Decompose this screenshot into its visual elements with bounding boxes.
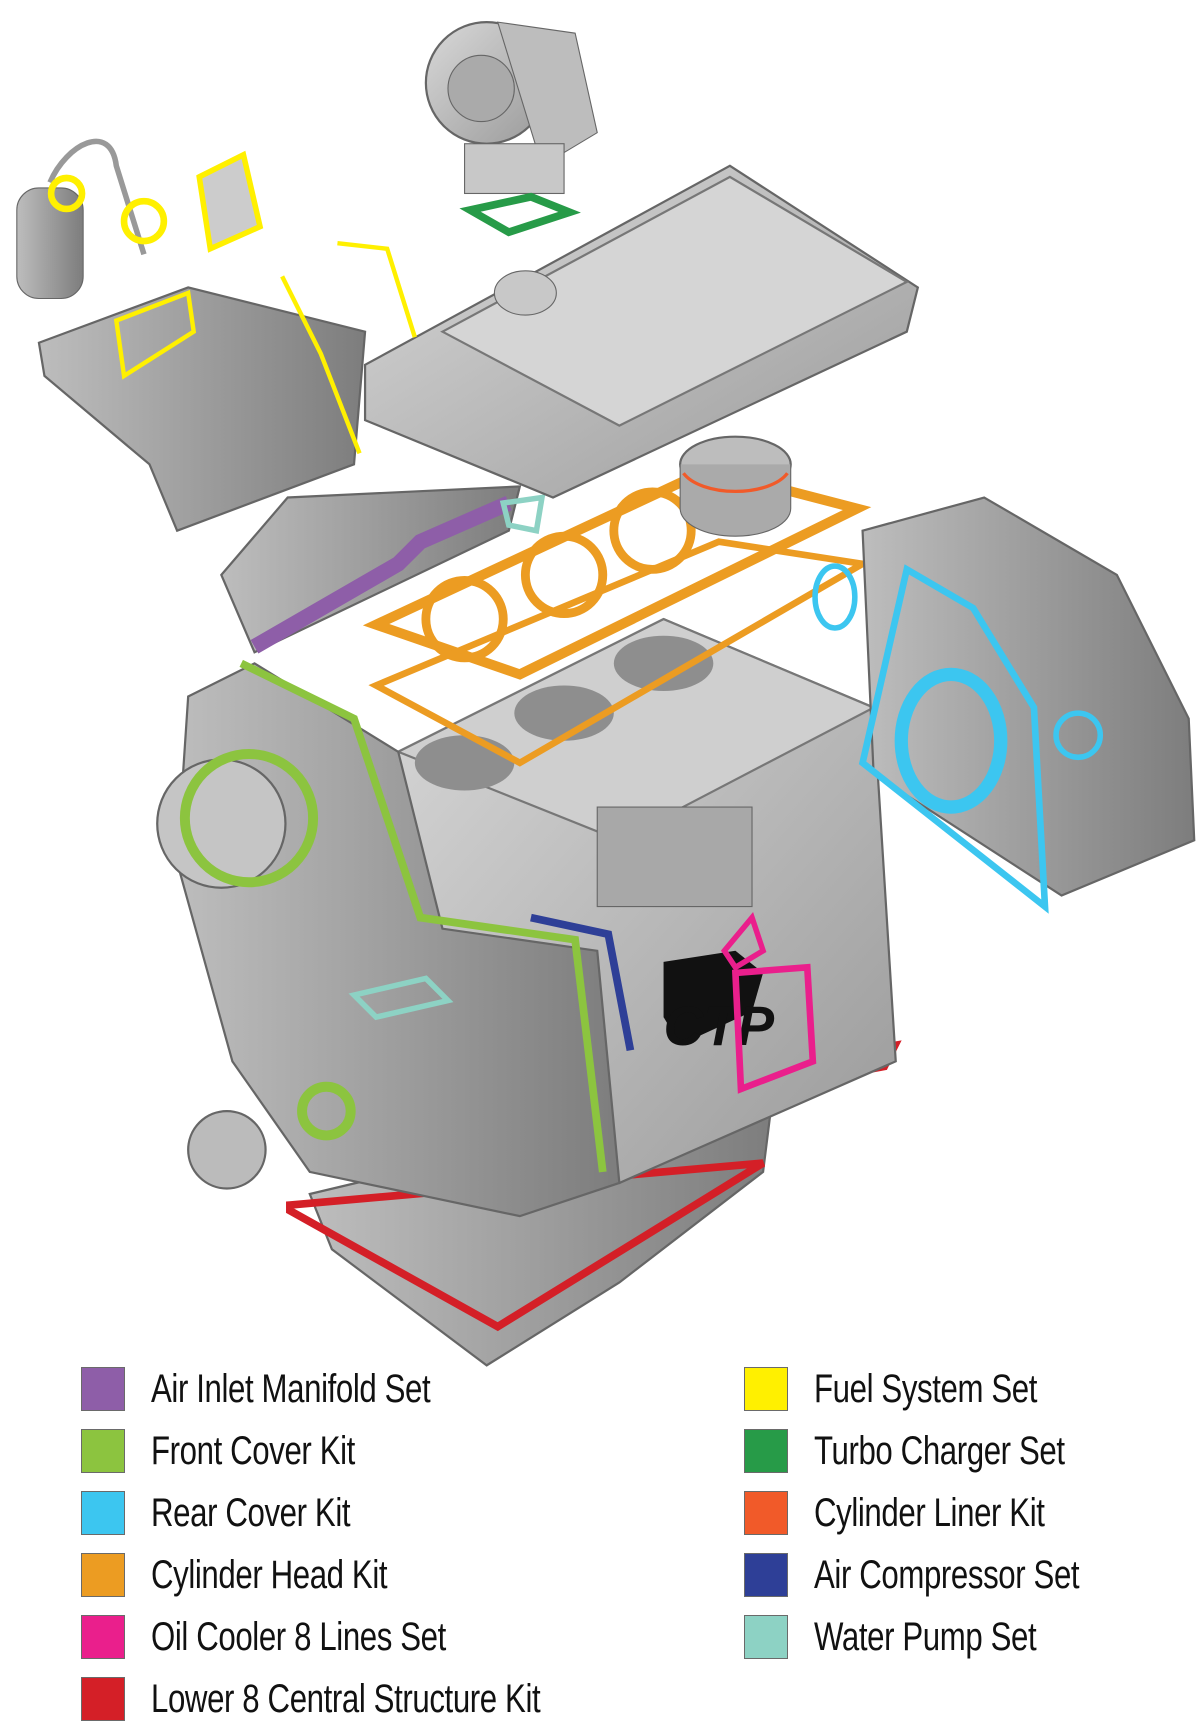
legend-swatch <box>81 1553 125 1597</box>
legend-item-front-cover-kit: Front Cover Kit <box>81 1428 412 1474</box>
legend-label: Turbo Charger Set <box>814 1428 1065 1473</box>
legend-swatch <box>744 1367 788 1411</box>
cylinder-head-gaskets <box>362 435 873 767</box>
legend-swatch <box>81 1367 125 1411</box>
legend-swatch <box>81 1491 125 1535</box>
legend-label: Air Inlet Manifold Set <box>151 1366 431 1411</box>
legend-label: Water Pump Set <box>814 1614 1037 1659</box>
legend-label: Air Compressor Set <box>814 1552 1080 1597</box>
legend-swatch <box>744 1615 788 1659</box>
legend-label: Fuel System Set <box>814 1366 1038 1411</box>
legend-item-air-inlet-manifold-set: Air Inlet Manifold Set <box>81 1366 509 1412</box>
legend-item-cylinder-head-kit: Cylinder Head Kit <box>81 1552 454 1598</box>
legend-item-cylinder-liner-kit: Cylinder Liner Kit <box>744 1490 1110 1536</box>
legend-item-oil-cooler-lines-set: Oil Cooler 8 Lines Set <box>81 1614 529 1660</box>
legend-item-water-pump-set: Water Pump Set <box>744 1614 1099 1660</box>
front-cover: CTP <box>156 659 817 1218</box>
air-inlet-manifold <box>220 485 546 654</box>
legend-item-fuel-system-set: Fuel System Set <box>744 1366 1100 1412</box>
legend-label: Lower 8 Central Structure Kit <box>151 1676 541 1721</box>
legend-item-turbo-charger-set: Turbo Charger Set <box>744 1428 1135 1474</box>
legend-label: Cylinder Head Kit <box>151 1552 388 1597</box>
legend-label: Cylinder Liner Kit <box>814 1490 1045 1535</box>
legend-swatch <box>744 1491 788 1535</box>
legend-swatch <box>744 1429 788 1473</box>
cylinder-head-valve-cover <box>363 164 920 499</box>
turbocharger <box>424 21 598 237</box>
legend-label: Front Cover Kit <box>151 1428 355 1473</box>
legend-swatch <box>744 1553 788 1597</box>
legend-swatch <box>81 1429 125 1473</box>
legend-swatch <box>81 1615 125 1659</box>
legend-label: Rear Cover Kit <box>151 1490 351 1535</box>
legend-swatch <box>81 1677 125 1721</box>
legend-item-lower-central-structure-kit: Lower 8 Central Structure Kit <box>81 1676 650 1722</box>
legend-item-rear-cover-kit: Rear Cover Kit <box>81 1490 406 1536</box>
ctp-logo: CTP <box>664 995 775 1057</box>
flywheel-housing <box>812 496 1196 914</box>
fuel-system <box>16 138 417 533</box>
legend-item-air-compressor-set: Air Compressor Set <box>744 1552 1154 1598</box>
legend-label: Oil Cooler 8 Lines Set <box>151 1614 446 1659</box>
